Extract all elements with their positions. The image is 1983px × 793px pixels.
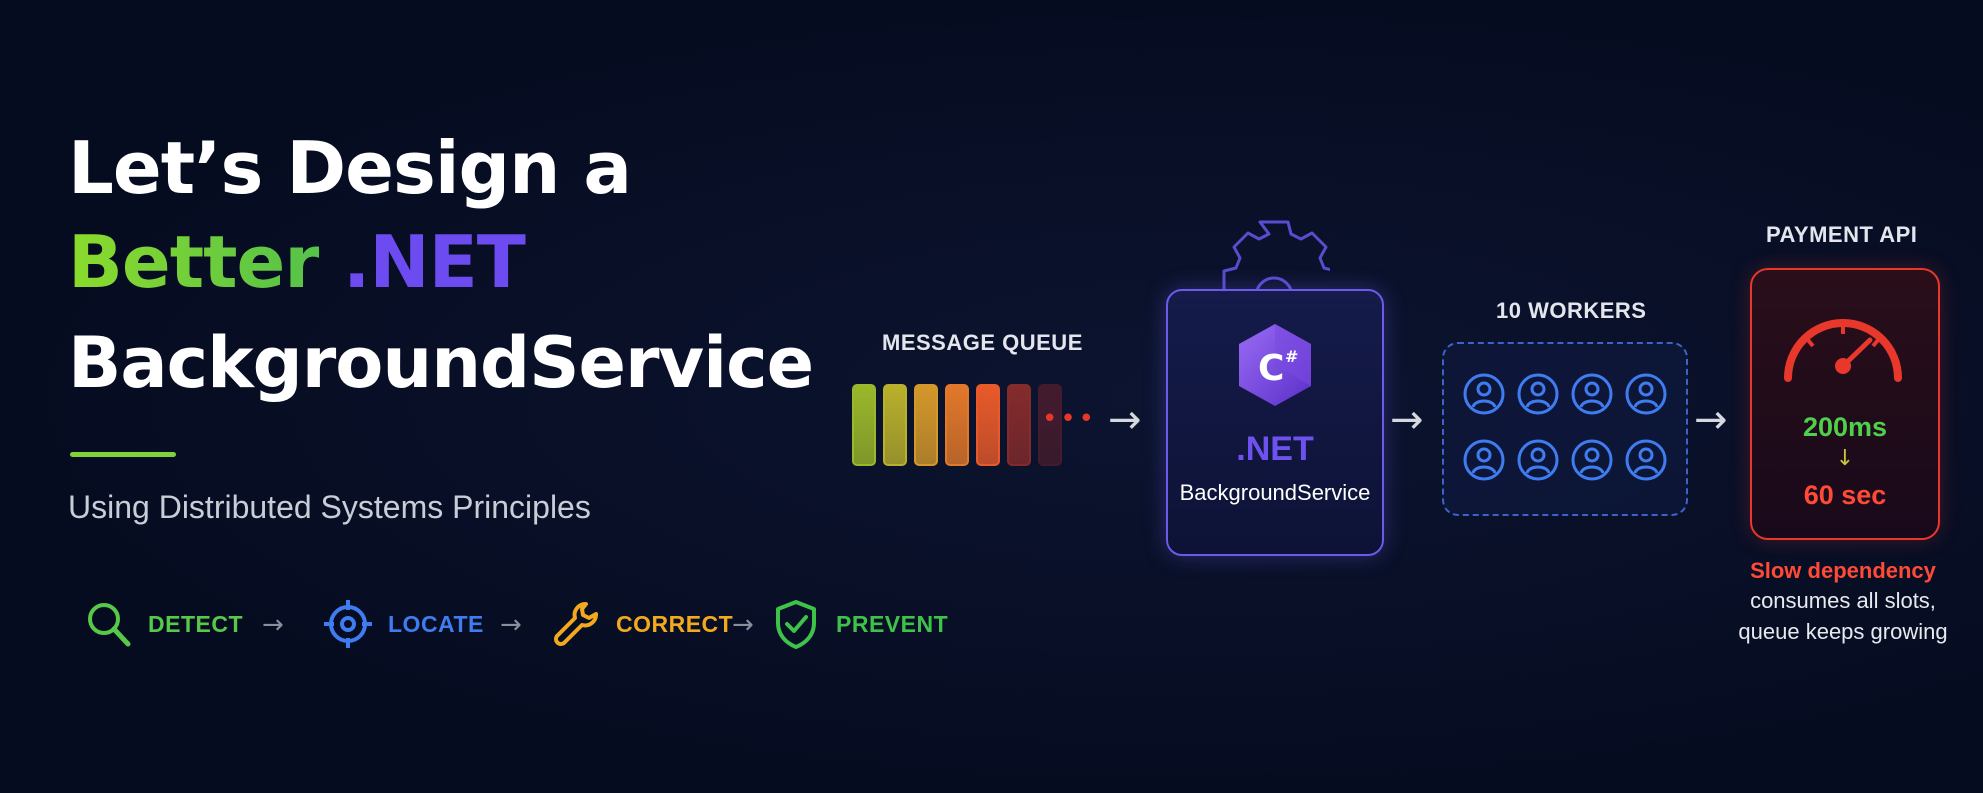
step-detect: DETECT <box>82 598 243 650</box>
message-queue-label: MESSAGE QUEUE <box>882 330 1083 355</box>
step-arrow-2: → <box>500 610 522 640</box>
step-arrow-1: → <box>262 610 284 640</box>
latency-before: 200ms <box>1802 412 1888 442</box>
headline-dotnet: .NET <box>342 220 526 304</box>
headline-line-1: Let’s Design a <box>68 126 632 210</box>
latency-after: 60 sec <box>1803 480 1887 510</box>
headline-better: Better <box>68 220 320 304</box>
queue-message-bar <box>976 384 1000 466</box>
speedometer-icon <box>1784 319 1902 382</box>
note-line-3: queue keeps growing <box>1738 619 1948 644</box>
worker-icon <box>1517 439 1559 481</box>
payment-api-box <box>1750 268 1940 540</box>
headline-line-2: Better .NET <box>68 226 526 298</box>
step-correct: CORRECT <box>550 598 733 650</box>
crosshair-icon <box>324 600 372 648</box>
accent-divider <box>70 452 176 457</box>
worker-icon <box>1571 439 1613 481</box>
worker-icon <box>1571 373 1613 415</box>
queue-message-bar <box>945 384 969 466</box>
gear-icon <box>1222 220 1330 296</box>
flow-arrow-service-to-workers: → <box>1390 397 1424 443</box>
queue-overflow-dots: ••• <box>1042 404 1098 434</box>
step-prevent: PREVENT <box>770 598 948 650</box>
subtitle: Using Distributed Systems Principles <box>68 489 591 525</box>
step-locate: LOCATE <box>322 598 484 650</box>
step-label-correct: CORRECT <box>616 610 734 637</box>
flow-arrow-queue-to-service: → <box>1108 397 1142 443</box>
worker-icon <box>1517 373 1559 415</box>
worker-icon <box>1625 373 1667 415</box>
queue-message-bar <box>1007 384 1031 466</box>
workers-pool <box>1442 342 1688 516</box>
latency-change-arrow: ↓ <box>1835 446 1855 471</box>
headline-line-3: BackgroundService <box>68 322 814 404</box>
flow-arrow-workers-to-api: → <box>1694 397 1728 443</box>
workers-label: 10 WORKERS <box>1496 298 1647 323</box>
step-label-locate: LOCATE <box>388 610 484 637</box>
csharp-hash: # <box>1285 347 1298 366</box>
queue-message-bar <box>852 384 876 466</box>
note-line-2: consumes all slots, <box>1750 588 1936 613</box>
step-label-prevent: PREVENT <box>836 610 949 637</box>
worker-icon <box>1463 373 1505 415</box>
worker-icon <box>1625 439 1667 481</box>
wrench-icon <box>554 602 598 646</box>
queue-message-bar <box>1038 384 1062 466</box>
step-label-detect: DETECT <box>148 610 243 637</box>
shield-check-icon <box>776 600 816 649</box>
queue-message-bar <box>914 384 938 466</box>
service-dotnet-label: .NET <box>1236 430 1314 468</box>
queue-message-bar <box>883 384 907 466</box>
magnifier-icon <box>88 603 131 647</box>
note-line-1: Slow dependency <box>1750 558 1936 583</box>
csharp-letter: C <box>1258 348 1284 389</box>
service-name: BackgroundService <box>1179 480 1371 505</box>
payment-api-label: PAYMENT API <box>1766 222 1918 247</box>
step-arrow-3: → <box>732 610 754 640</box>
worker-icon <box>1463 439 1505 481</box>
csharp-logo-icon: C # <box>1239 324 1311 406</box>
